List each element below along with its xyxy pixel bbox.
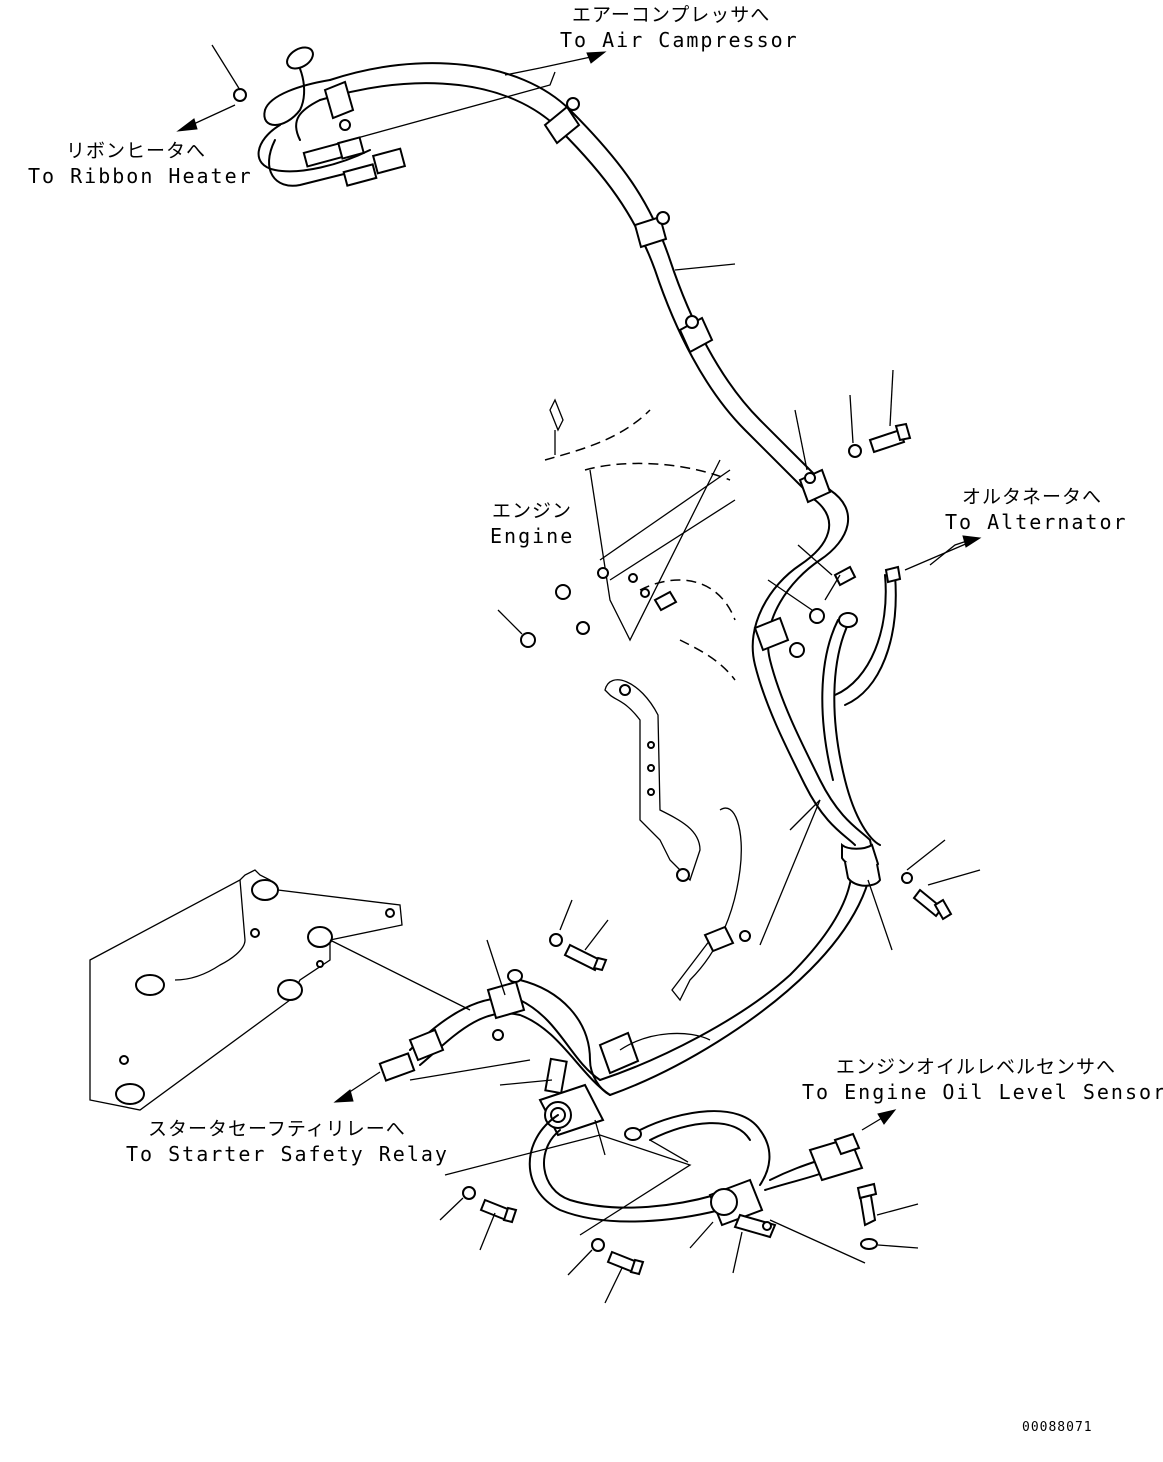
ribbon-heater-label-jp: リボンヒータへ: [66, 140, 207, 162]
relay-branch: [333, 899, 711, 1156]
mount-plate: [89, 869, 471, 1111]
relay-label-en: To Starter Safety Relay: [126, 1142, 449, 1166]
air-compressor-label-en: To Air Campressor: [560, 28, 799, 52]
alternator-label-jp: オルタネータへ: [962, 486, 1103, 508]
air-compressor-label-jp: エアーコンプレッサへ: [572, 4, 771, 26]
engine-bracket: [604, 679, 751, 1002]
engine-label-en: Engine: [490, 524, 575, 548]
harness-lower-right: [751, 369, 982, 846]
oil-sensor-label-en: To Engine Oil Level Sensor: [802, 1080, 1163, 1104]
drawing-number: 00088071: [1022, 1420, 1093, 1435]
engine-outline: [497, 398, 736, 681]
oil-sensor-branch: [439, 1109, 919, 1304]
oil-sensor-label-jp: エンジンオイルレベルセンサへ: [836, 1056, 1117, 1078]
engine-label-jp: エンジン: [492, 500, 573, 522]
harness-lower-main: [599, 799, 981, 1096]
ribbon-heater-label-en: To Ribbon Heater: [28, 164, 253, 188]
ribbon-heater-branch: [211, 44, 407, 187]
harness-upper: [319, 62, 831, 501]
relay-label-jp: スタータセーフティリレーへ: [148, 1118, 406, 1140]
alternator-label-en: To Alternator: [945, 510, 1128, 534]
